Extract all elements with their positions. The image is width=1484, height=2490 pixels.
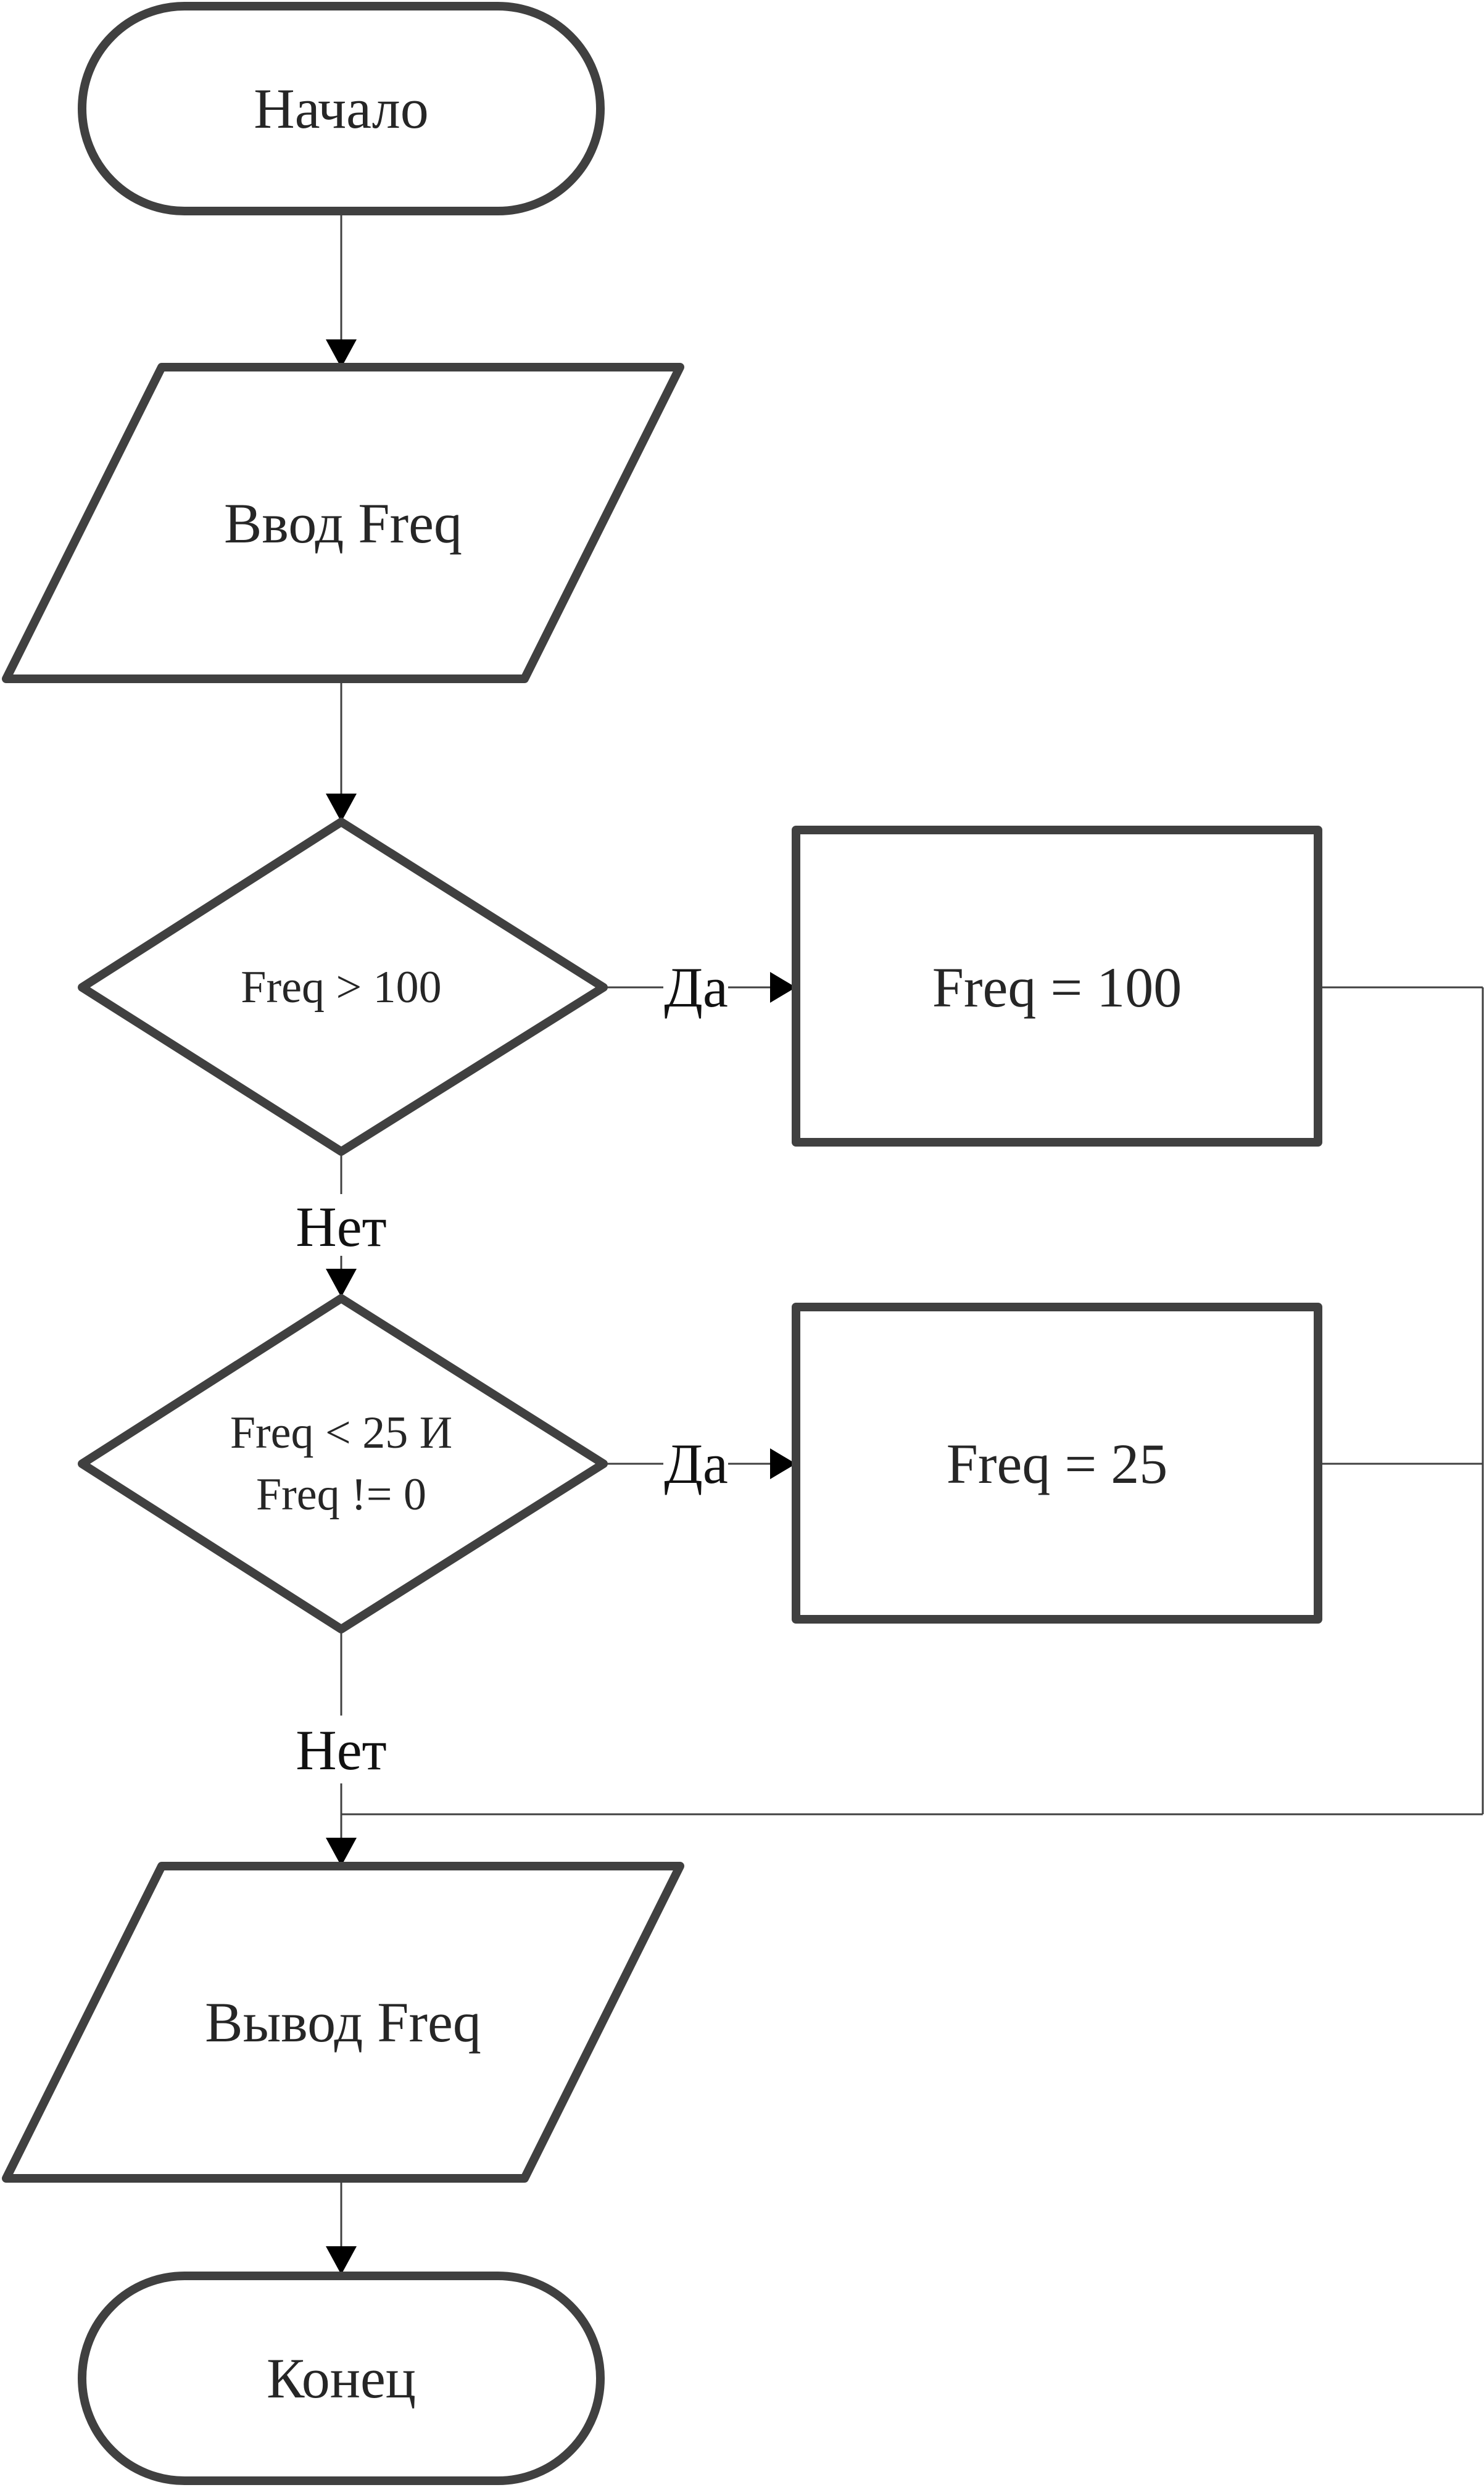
- node-end: Конец: [78, 2272, 605, 2485]
- terminator-start-shape: [78, 2, 605, 215]
- arrowhead-assign25: [770, 1448, 796, 1479]
- process-assign25-shape: [792, 1303, 1322, 1624]
- node-input-label: Ввод Freq: [224, 492, 462, 555]
- edge-label-yes2: Да: [664, 1432, 728, 1495]
- node-decision1-label: Freq > 100: [241, 962, 441, 1013]
- node-assign25: Freq = 25: [792, 1303, 1322, 1624]
- edge-label-no2: Нет: [296, 1719, 386, 1782]
- connectors: [326, 215, 1484, 2275]
- edge-labels: Да Нет Да Нет: [296, 956, 728, 1782]
- io-input-shape: [2, 363, 684, 683]
- decision1-shape: [78, 818, 608, 1156]
- node-output-label: Вывод Freq: [205, 1991, 481, 2054]
- arrowhead-decision2: [326, 1269, 357, 1297]
- arrowhead-input: [326, 339, 357, 368]
- node-end-label: Конец: [267, 2347, 416, 2410]
- edge-label-no1: Нет: [296, 1195, 386, 1258]
- arrowhead-output: [326, 1838, 357, 1866]
- node-output: Вывод Freq: [2, 1862, 684, 2183]
- decision2-shape: [78, 1294, 608, 1633]
- arrowhead-end: [326, 2246, 357, 2275]
- io-output-shape: [2, 1862, 684, 2183]
- node-decision2-line1: Freq < 25 И: [230, 1408, 452, 1458]
- node-input: Ввод Freq: [2, 363, 684, 683]
- node-decision1: Freq > 100: [78, 818, 608, 1156]
- edge-label-yes1: Да: [664, 956, 728, 1019]
- arrowhead-assign100: [770, 972, 796, 1003]
- node-assign100-label: Freq = 100: [932, 956, 1182, 1019]
- node-decision2: Freq < 25 И Freq != 0: [78, 1294, 608, 1633]
- terminator-end-shape: [78, 2272, 605, 2485]
- arrowhead-decision1: [326, 794, 357, 822]
- process-assign100-shape: [792, 826, 1322, 1147]
- node-assign25-label: Freq = 25: [947, 1432, 1168, 1495]
- node-decision2-line2: Freq != 0: [256, 1469, 426, 1520]
- node-start-label: Начало: [254, 77, 428, 140]
- node-start: Начало: [78, 2, 605, 215]
- node-assign100: Freq = 100: [792, 826, 1322, 1147]
